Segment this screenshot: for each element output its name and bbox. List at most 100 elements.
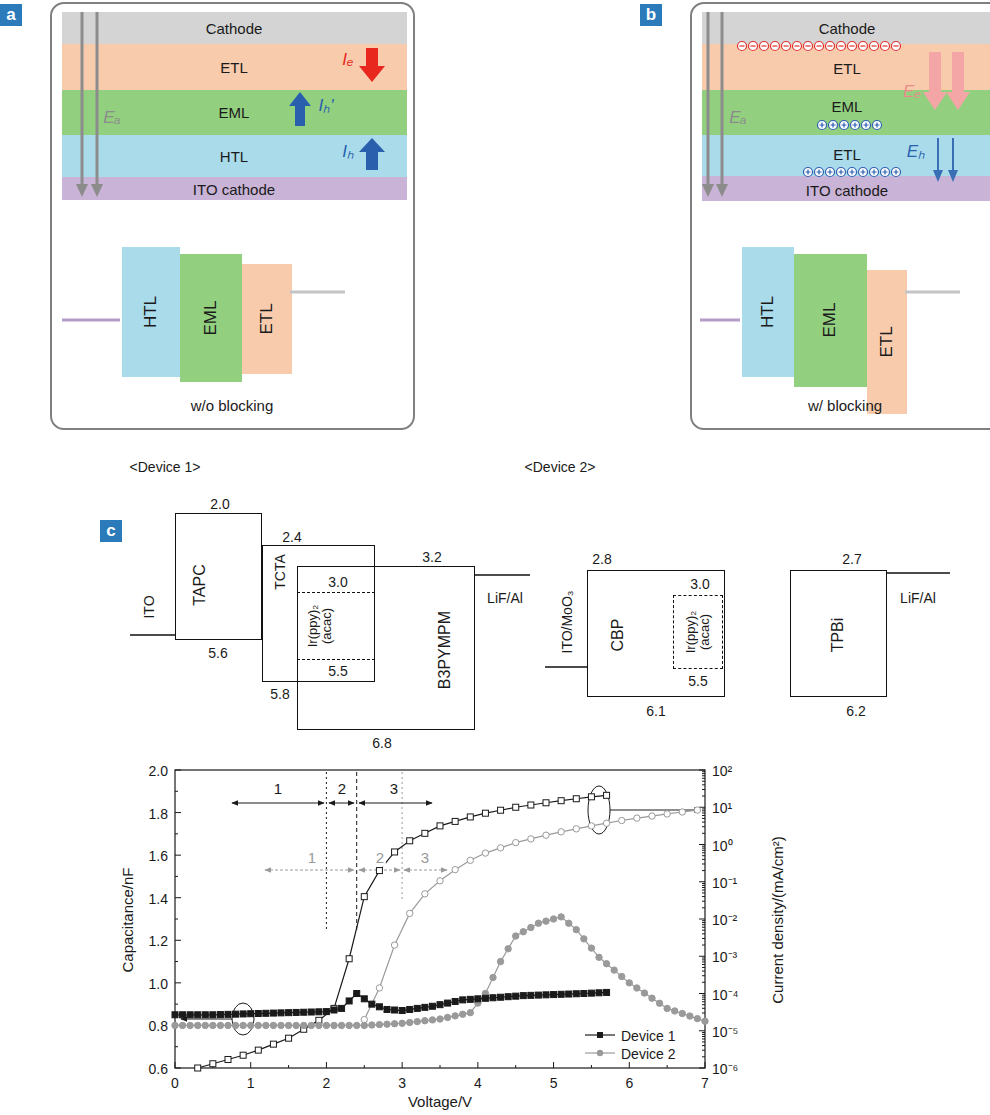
data-marker <box>270 1041 276 1047</box>
data-marker <box>543 918 549 924</box>
charge-sign <box>839 170 844 175</box>
data-marker <box>422 830 428 836</box>
energy-level-box: TPBi <box>790 570 887 697</box>
layer-band: HTL <box>122 247 180 377</box>
field-arrow-head <box>702 184 714 197</box>
axis-label: 7 <box>701 1076 709 1091</box>
layer-band: ETL <box>62 44 407 90</box>
data-marker <box>437 823 443 829</box>
figure-label: 2.8 <box>592 552 611 567</box>
device1-current-line <box>198 795 607 1068</box>
layer-label: HTL <box>142 296 161 328</box>
axis-tick <box>702 1004 705 1005</box>
charge-sign <box>864 123 869 128</box>
layer-band: ETL <box>702 44 990 90</box>
data-marker <box>369 1001 375 1007</box>
charge-sign <box>875 123 880 128</box>
axis-tick <box>440 1065 441 1068</box>
data-marker <box>588 794 594 800</box>
layer-label: EML <box>219 105 250 122</box>
axis-tick <box>702 907 705 908</box>
axis-label: 2 <box>323 1076 331 1091</box>
data-marker <box>316 1009 322 1015</box>
data-marker <box>550 916 556 922</box>
charge-sign <box>883 45 888 46</box>
data-marker <box>452 818 458 824</box>
hole-charge <box>837 168 846 177</box>
data-marker <box>187 1022 193 1028</box>
layer-band: Cathode <box>62 12 407 44</box>
data-marker <box>331 1022 337 1028</box>
charge-sign <box>861 170 866 175</box>
axis-tick <box>702 810 705 811</box>
energy-level-box: TAPC <box>175 513 262 640</box>
hole-field-arrow <box>952 138 954 172</box>
data-marker <box>407 838 413 844</box>
data-marker <box>626 980 632 986</box>
panel-tag: c <box>100 520 122 542</box>
figure-label: Iₕ' <box>319 97 334 116</box>
data-marker <box>225 1011 231 1017</box>
data-marker <box>361 1022 367 1028</box>
axis-label: 10⁻¹ <box>712 876 737 891</box>
charge-sign <box>784 45 789 46</box>
axis-tick <box>288 1065 289 1068</box>
layer-label: ETL <box>833 61 861 78</box>
cathode-level <box>290 291 345 294</box>
axis-tick <box>175 833 178 834</box>
layer-label: Cathode <box>206 21 263 38</box>
charge-sign <box>842 123 847 128</box>
axis-tick <box>702 822 705 823</box>
layer-label: B3PYMPM <box>436 610 454 688</box>
charge-sign <box>872 45 877 46</box>
axis-tick <box>702 885 705 886</box>
axis-tick <box>702 789 705 790</box>
data-marker <box>361 996 367 1002</box>
layer-band: ETL <box>867 270 907 414</box>
axis-tick <box>702 1032 705 1033</box>
hole-charge <box>859 168 868 177</box>
axis-tick <box>250 1062 251 1068</box>
axis-label: 10¹ <box>712 802 732 817</box>
hole-field-arrow <box>937 138 939 172</box>
charge-sign <box>894 45 899 46</box>
data-marker <box>301 1009 307 1015</box>
region-arrow <box>359 803 432 804</box>
data-marker <box>596 990 602 996</box>
axis-tick <box>702 938 705 939</box>
region-divider <box>326 772 327 930</box>
data-marker <box>543 800 549 806</box>
series-ellipse <box>232 1003 254 1035</box>
data-marker <box>437 878 443 884</box>
data-marker <box>664 811 670 817</box>
legend-sample <box>585 1052 615 1053</box>
data-marker <box>376 868 382 874</box>
figure-label: 5.6 <box>208 646 227 661</box>
series-ellipse <box>588 786 610 834</box>
charge-sign <box>817 170 822 175</box>
figure-label: 3.0 <box>328 575 347 590</box>
figure-label: 6.2 <box>846 704 865 719</box>
charge-sign <box>795 45 800 46</box>
data-marker <box>437 1002 443 1008</box>
axis-tick <box>702 846 705 847</box>
layer-label: a <box>6 6 15 25</box>
data-marker <box>308 1022 314 1028</box>
region-arrow <box>359 870 400 871</box>
data-marker <box>581 936 587 942</box>
layer-label: ETL <box>258 303 277 334</box>
figure-label: 5.5 <box>328 664 347 679</box>
axis-tick <box>702 850 705 851</box>
figure-label: 6.1 <box>646 704 665 719</box>
data-marker <box>596 954 602 960</box>
layer-label: EML <box>832 99 863 116</box>
figure-label: <Device 1> <box>130 460 201 475</box>
figure-label: Eₑ <box>903 83 921 102</box>
axis-tick <box>702 922 705 923</box>
data-marker <box>694 1015 700 1021</box>
data-marker <box>376 1004 382 1010</box>
axis-tick <box>702 833 705 834</box>
electrode-level <box>130 634 175 636</box>
device2-current-line <box>364 810 697 1019</box>
